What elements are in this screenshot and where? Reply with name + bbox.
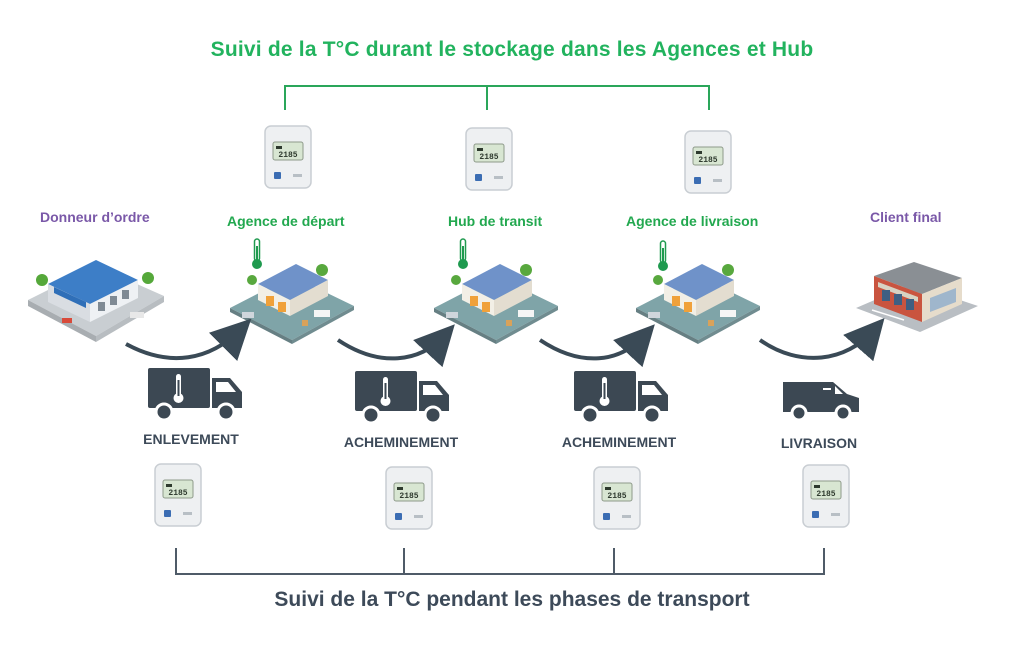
retail-store-icon [852, 244, 982, 339]
stage-label-client-final: Client final [870, 209, 942, 225]
warehouse-hub-transit-icon [426, 236, 566, 351]
phase-label-acheminement-1: ACHEMINEMENT [343, 434, 459, 450]
warehouse-agence-livraison-icon [628, 236, 768, 351]
data-logger-icon: 2185 [263, 124, 313, 195]
phase-label-acheminement-2: ACHEMINEMENT [561, 434, 677, 450]
truck-icon [572, 369, 672, 432]
arrow-acheminement-2 [538, 324, 655, 368]
transport-monitoring-title: Suivi de la T°C pendant les phases de tr… [274, 588, 750, 611]
data-logger-icon: 2185 [464, 126, 514, 197]
data-logger-icon: 2185 [153, 462, 203, 533]
thermometer-icon [457, 238, 469, 275]
truck-icon [146, 366, 246, 429]
storage-monitoring-title: Suivi de la T°C durant le stockage dans … [210, 38, 814, 61]
arrow-enlevement [125, 318, 252, 362]
svg-text:2185: 2185 [479, 153, 498, 162]
data-logger-icon: 2185 [592, 465, 642, 536]
warehouse-origin-icon [18, 238, 168, 353]
thermometer-icon [657, 240, 669, 277]
svg-text:2185: 2185 [399, 492, 418, 501]
phase-label-enlevement: ENLEVEMENT [143, 431, 239, 447]
data-logger-icon: 2185 [384, 465, 434, 536]
stage-label-agence-livraison: Agence de livraison [626, 213, 759, 229]
arrow-acheminement-1 [336, 324, 455, 368]
arrow-livraison [758, 317, 885, 362]
van-icon [781, 376, 863, 427]
phase-label-livraison: LIVRAISON [780, 435, 858, 451]
truck-icon [353, 369, 453, 432]
svg-text:2185: 2185 [278, 151, 297, 160]
stage-label-agence-depart: Agence de départ [227, 213, 345, 229]
svg-text:2185: 2185 [607, 492, 626, 501]
warehouse-agence-depart-icon [222, 236, 362, 351]
stage-label-donneur-ordre: Donneur d’ordre [40, 209, 150, 225]
stage-label-hub-transit: Hub de transit [448, 213, 543, 229]
thermometer-icon [251, 238, 263, 275]
svg-text:2185: 2185 [816, 490, 835, 499]
svg-text:2185: 2185 [168, 489, 187, 498]
svg-text:2185: 2185 [698, 156, 717, 165]
data-logger-icon: 2185 [683, 129, 733, 200]
data-logger-icon: 2185 [801, 463, 851, 534]
